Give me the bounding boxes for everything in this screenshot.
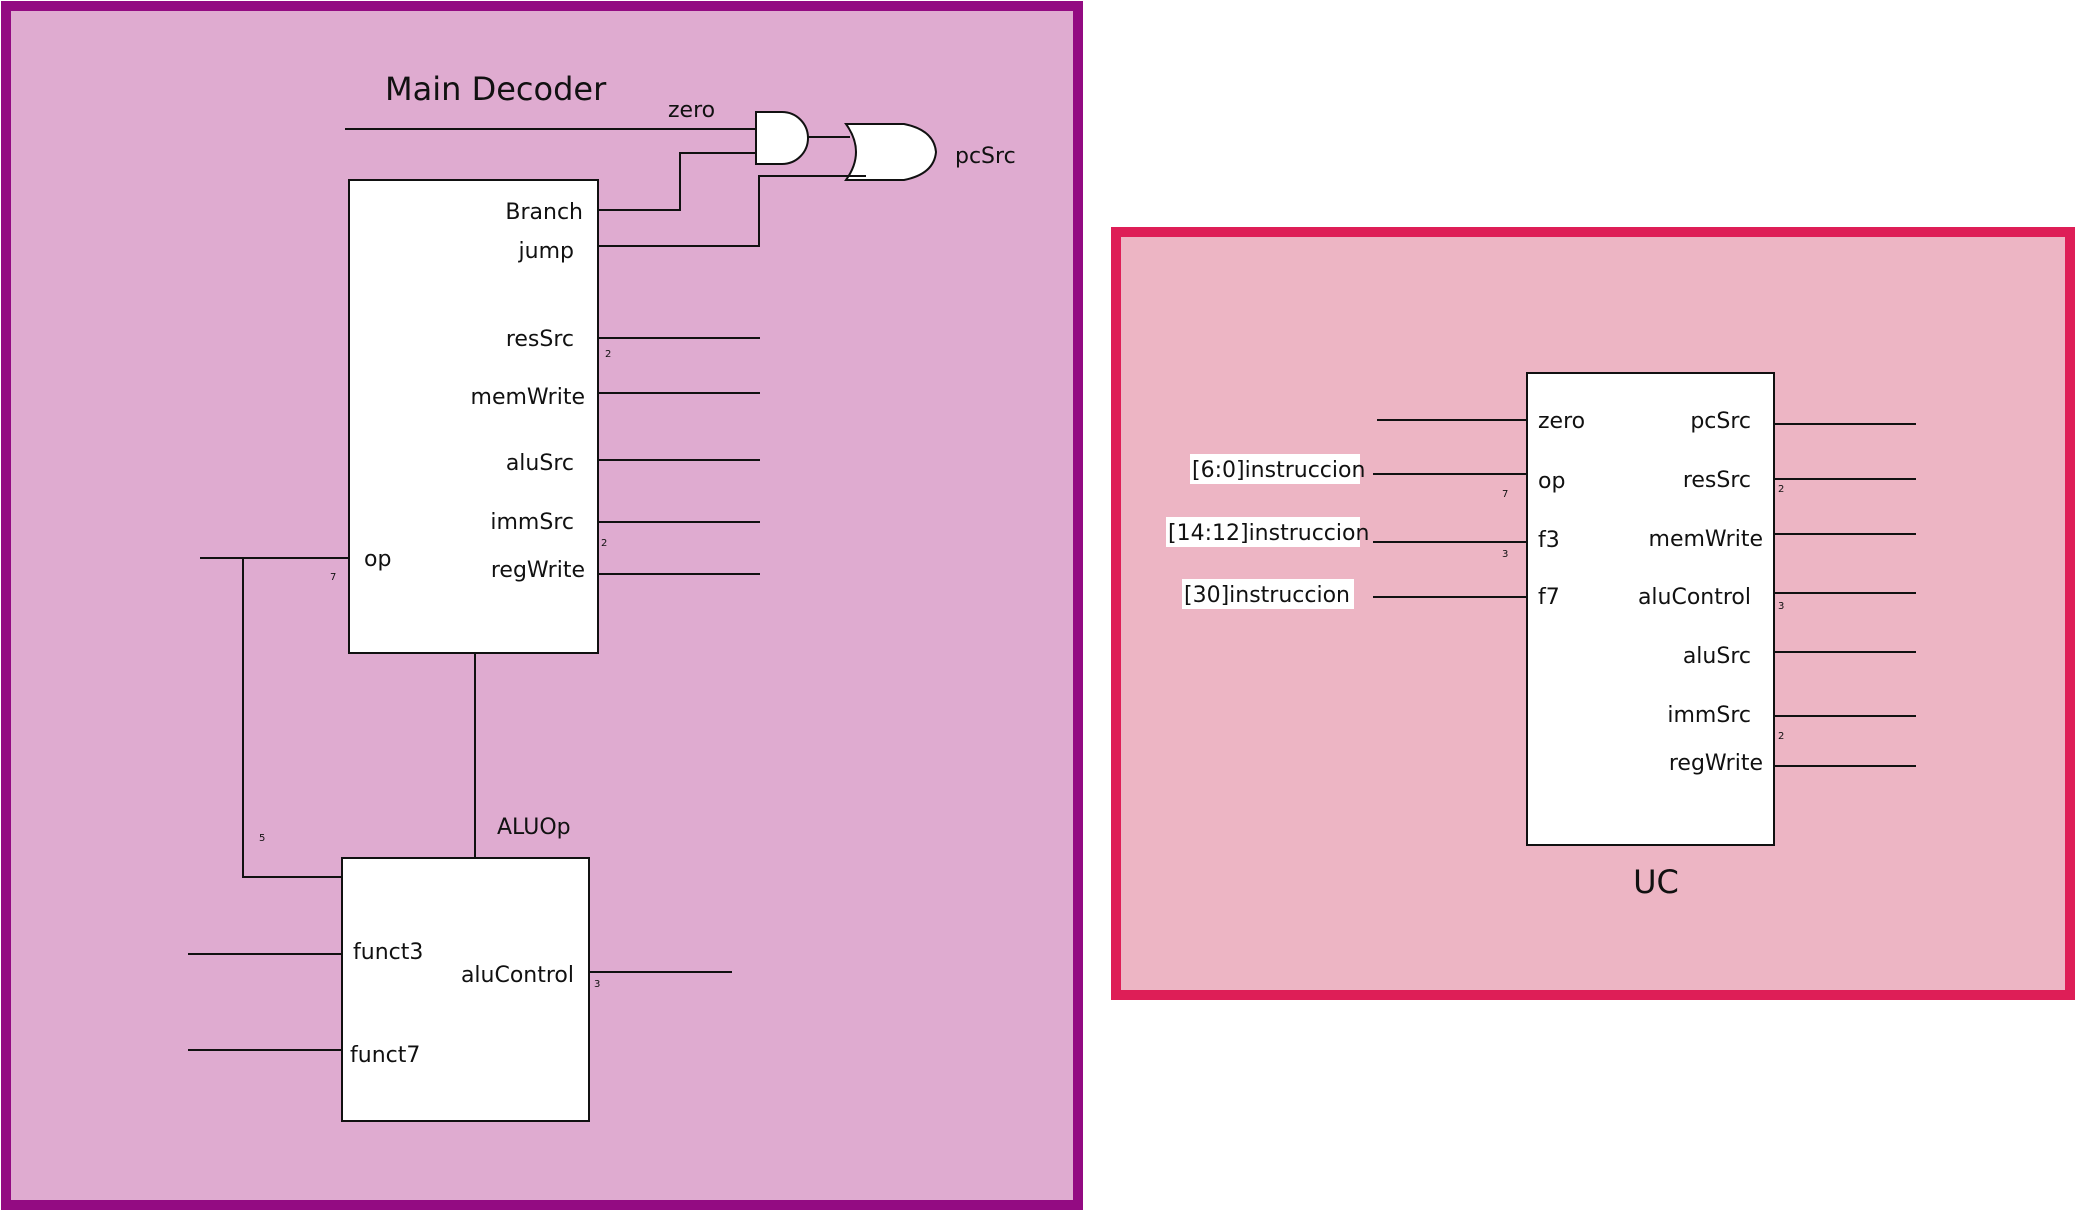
alucontrol-label: aluControl [461,963,574,988]
alu-decoder-block [341,857,590,1122]
uc-pcsrc-label: pcSrc [1690,409,1751,434]
immsrc-width: 2 [601,538,607,549]
memwrite-label: memWrite [471,385,585,410]
uc-op-label: op [1538,469,1565,494]
op-source-box [1190,454,1360,484]
uc-op-width: 7 [1502,489,1508,500]
f7-source-label: [30]instruccion [1184,583,1350,608]
pcsrc-label: pcSrc [955,144,1016,169]
f7-source-box [1182,579,1354,609]
uc-f7-label: f7 [1538,585,1560,610]
regwrite-label: regWrite [491,558,585,583]
uc-alucontrol-label: aluControl [1638,585,1751,610]
op-width: 7 [330,572,336,583]
or-gate [844,123,938,181]
zero-label: zero [668,98,715,123]
branch-wire [598,152,756,211]
alucontrol-width: 3 [594,979,600,990]
f3-source-label: [14:12]instruccion [1168,521,1369,546]
uc-block [1526,372,1775,846]
uc-zero-label: zero [1538,409,1585,434]
uc-ressrc-width: 2 [1778,484,1784,495]
main-decoder-panel: Main Decoder zero pcSrc Branch jump resS… [1,1,1083,1210]
main-decoder-title: Main Decoder [385,70,607,108]
f3-source-box [1166,517,1360,547]
uc-immsrc-label: immSrc [1667,703,1751,728]
immsrc-label: immSrc [490,510,574,535]
aluop-label: ALUOp [497,815,571,840]
op-label: op [364,547,391,572]
uc-f3-width: 3 [1502,549,1508,560]
uc-panel: UC zero op f3 f7 7 3 [6:0]instruccion [1… [1111,227,2075,1000]
jump-label: jump [518,239,574,264]
main-decoder-block [348,179,599,654]
alusrc-label: aluSrc [506,451,574,476]
and-gate [755,111,809,165]
funct7-label: funct7 [350,1043,420,1068]
ressrc-label: resSrc [506,327,574,352]
uc-memwrite-label: memWrite [1649,527,1763,552]
uc-alucontrol-width: 3 [1778,601,1784,612]
uc-alusrc-label: aluSrc [1683,644,1751,669]
uc-regwrite-label: regWrite [1669,751,1763,776]
uc-ressrc-label: resSrc [1683,468,1751,493]
ressrc-width: 2 [605,349,611,360]
op-source-label: [6:0]instruccion [1192,458,1365,483]
jump-wire [598,175,866,247]
funct-bus-wire [242,558,342,878]
uc-title: UC [1633,863,1679,901]
branch-label: Branch [505,200,583,225]
funct3-label: funct3 [353,940,423,965]
uc-f3-label: f3 [1538,528,1560,553]
uc-immsrc-width: 2 [1778,731,1784,742]
funct-bus-width: 5 [259,833,265,844]
